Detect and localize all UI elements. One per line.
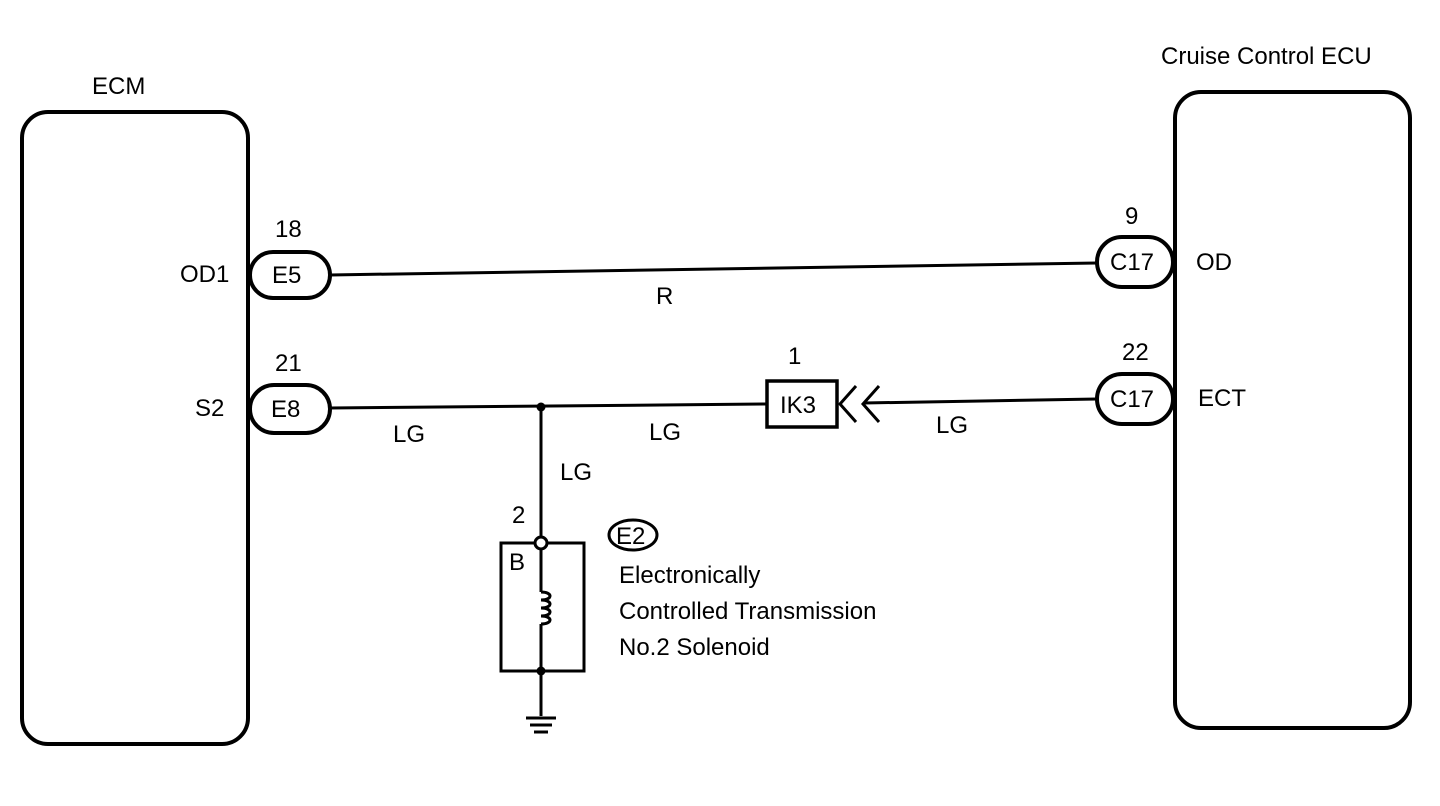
- solenoid-name-line-1: Electronically: [619, 562, 760, 589]
- cruise-ecu-pin-od-label: OD: [1196, 249, 1232, 276]
- connector-ik3-pin: 1: [788, 343, 801, 370]
- connector-c17-od-id: C17: [1110, 249, 1154, 276]
- ect-wire: [863, 397, 1098, 405]
- ecm-box: [20, 110, 250, 746]
- connector-c17-ect-pin: 22: [1122, 339, 1149, 366]
- ground-icon: [526, 716, 556, 734]
- connector-c17-ect: [1095, 372, 1175, 426]
- solenoid-pin-number: 2: [512, 502, 525, 529]
- s2-wire: [329, 402, 769, 410]
- connector-ik3: [765, 379, 839, 429]
- connector-e5-pin: 18: [275, 216, 302, 243]
- connector-e8-id: E8: [271, 396, 300, 423]
- s2-wire-color-left: LG: [393, 421, 425, 448]
- od-wire: [329, 261, 1098, 277]
- ecm-title: ECM: [92, 73, 145, 100]
- connector-e8: [248, 383, 332, 435]
- cruise-ecu-title: Cruise Control ECU: [1161, 43, 1372, 70]
- ecm-pin-od1-label: OD1: [180, 261, 229, 288]
- ect-wire-color-label: LG: [936, 412, 968, 439]
- solenoid-name-line-3: No.2 Solenoid: [619, 634, 770, 661]
- s2-wire-color-mid: LG: [649, 419, 681, 446]
- solenoid-coil-icon: [540, 590, 552, 626]
- connector-e5: [248, 250, 332, 300]
- connector-e5-id: E5: [272, 262, 301, 289]
- connector-c17-od: [1095, 235, 1175, 289]
- solenoid-terminal-node: [533, 535, 549, 551]
- connector-e2-badge: [607, 518, 659, 552]
- connector-c17-od-pin: 9: [1125, 203, 1138, 230]
- solenoid-terminal-label: B: [509, 549, 525, 576]
- connector-c17-ect-id: C17: [1110, 386, 1154, 413]
- connector-e2-id: E2: [616, 523, 645, 550]
- solenoid-feed-wire-color: LG: [560, 459, 592, 486]
- connector-ik3-id: IK3: [780, 392, 816, 419]
- cruise-ecu-box: [1173, 90, 1412, 730]
- cruise-ecu-pin-ect-label: ECT: [1198, 385, 1246, 412]
- od-wire-color-label: R: [656, 283, 673, 310]
- connector-e8-pin: 21: [275, 350, 302, 377]
- ik3-chevron-1-icon: [837, 385, 858, 423]
- ecm-pin-s2-label: S2: [195, 395, 224, 422]
- solenoid-name-line-2: Controlled Transmission: [619, 598, 876, 625]
- ik3-chevron-2-icon: [860, 385, 881, 423]
